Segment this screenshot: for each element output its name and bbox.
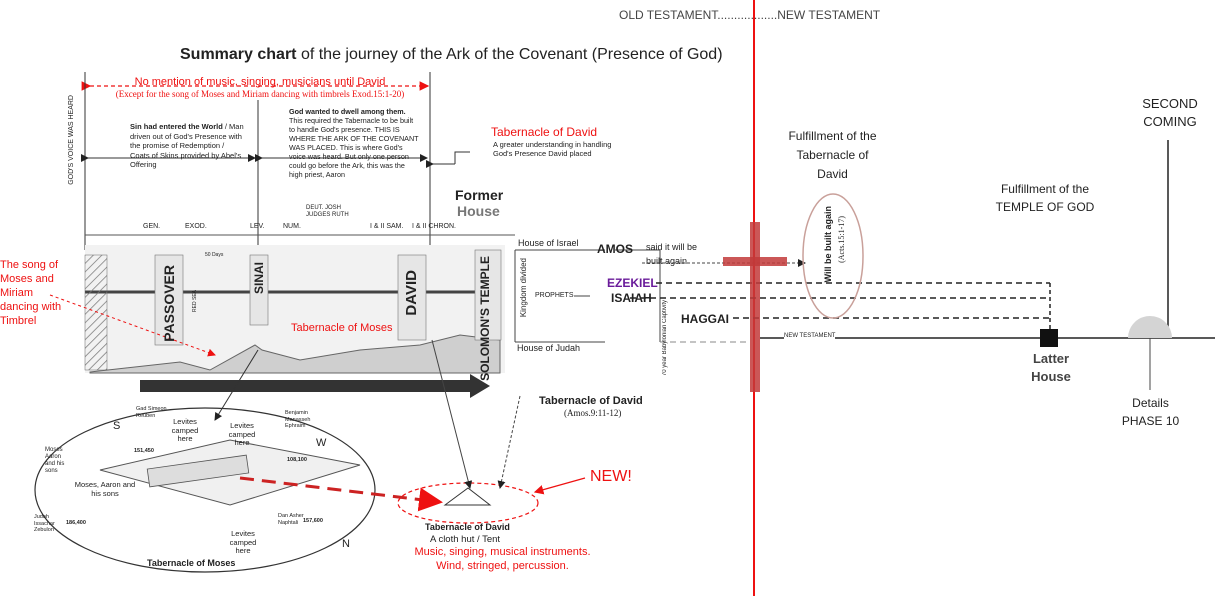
solomon-label: SOLOMON'S TEMPLE xyxy=(478,256,492,381)
camp-judah-num: 186,400 xyxy=(66,520,86,526)
camp-tab-moses: Tabernacle of Moses xyxy=(147,558,236,568)
no-music-note: No mention of music, singing, musicians … xyxy=(134,76,386,88)
song-note: The song of Moses and Miriam dancing wit… xyxy=(0,259,62,327)
book-exod: EXOD. xyxy=(185,223,207,230)
sin-text: / Man driven out of God's Presence with … xyxy=(130,122,244,169)
latter-house: Latter House xyxy=(1031,351,1071,384)
levites-1: Levites camped here xyxy=(171,417,199,443)
levites-2: Levites camped here xyxy=(228,421,256,447)
tod-bottom-title: Tabernacle of David xyxy=(425,522,510,532)
tod-top-title: Tabernacle of David xyxy=(491,125,598,139)
new-label: NEW! xyxy=(590,468,632,485)
book-sam: I & II SAM. xyxy=(370,223,404,230)
tod-mid-ref: (Amos.9:11-12) xyxy=(564,408,622,418)
book-deut: DEUT. JOSH JUDGES RUTH xyxy=(306,205,349,218)
tod-top-text: A greater understanding in handling God'… xyxy=(493,140,612,158)
except-note: (Except for the song of Moses and Miriam… xyxy=(115,89,405,99)
acts-ref: (Acts.15:1-17) xyxy=(837,216,846,263)
book-gen: GEN. xyxy=(143,223,161,230)
red-sea-label: RED SEA xyxy=(192,290,198,312)
sin-note: Sin had entered the World / Man driven o… xyxy=(130,122,245,170)
camp-dan: Dan Asher Naphtali xyxy=(278,513,304,526)
camp-gad-num: 151,450 xyxy=(134,448,154,454)
tod-mid-title: Tabernacle of David xyxy=(539,395,643,407)
testament-header: OLD TESTAMENT..................NEW TESTA… xyxy=(619,8,881,22)
camp-benjamin: Benjamin Manasseh Ephraim xyxy=(285,410,311,429)
details-phase: Details PHASE 10 xyxy=(1121,396,1180,428)
isaiah-label: ISAIAH xyxy=(611,291,652,305)
tod-music1: Music, singing, musical instruments. xyxy=(414,546,591,558)
house-israel: House of Israel xyxy=(518,238,579,248)
page-title: Summary chart of the journey of the Ark … xyxy=(180,46,723,64)
sinai-label: SINAI xyxy=(252,262,266,295)
dwell-note: God wanted to dwell among them. This req… xyxy=(289,107,419,179)
ezekiel-label: EZEKIEL xyxy=(607,276,658,290)
kingdom-divided: Kingdom divided xyxy=(519,258,528,318)
compass-s: S xyxy=(113,420,121,432)
camp-dan-num: 157,600 xyxy=(303,518,323,524)
sin-title: Sin had entered the World xyxy=(130,122,223,131)
fulfill-tod: Fulfillment of the Tabernacle of David xyxy=(788,129,877,181)
camp-moses2: Moses, Aaron and his sons xyxy=(74,480,136,498)
camp-gad: Gad Simeon Reuben xyxy=(136,406,167,419)
nt-timeline-label: NEW TESTAMENT xyxy=(784,333,836,339)
gods-voice-label: GOD'S VOICE WAS HEARD xyxy=(68,95,75,185)
title-rest: of the journey of the Ark of the Covenan… xyxy=(296,46,723,63)
tod-music2: Wind, stringed, percussion. xyxy=(436,560,569,572)
passover-label: PASSOVER xyxy=(161,265,177,342)
haggai-label: HAGGAI xyxy=(681,312,729,326)
dwell-text: This required the Tabernacle to be built… xyxy=(289,116,419,179)
book-num: NUM. xyxy=(283,223,301,230)
second-coming: SECOND COMING xyxy=(1142,96,1198,129)
fulfill-temple: Fulfillment of the TEMPLE OF GOD xyxy=(995,182,1095,214)
days-label: 50 Days xyxy=(205,252,224,258)
camp-judah: Judah Issachar Zebulon xyxy=(34,514,55,533)
dwell-title: God wanted to dwell among them. xyxy=(289,107,406,116)
tabernacle-moses-mid: Tabernacle of Moses xyxy=(291,322,393,334)
amos-note: said it will be built again xyxy=(646,242,698,266)
amos-label: AMOS xyxy=(597,242,633,256)
compass-n: N xyxy=(342,538,350,550)
compass-w: W xyxy=(316,437,327,449)
camp-benj-num: 108,100 xyxy=(287,457,307,463)
book-chron: I & II CHRON. xyxy=(412,223,456,230)
house-judah: House of Judah xyxy=(517,343,581,353)
captivity-label: 70 year Babylonian Captivity xyxy=(662,300,668,377)
title-bold: Summary chart xyxy=(180,46,297,63)
camp-moses-aaron: Moses Aaron and his sons xyxy=(45,447,65,474)
built-again: Will be built again xyxy=(823,206,833,283)
house-label: House xyxy=(457,203,500,219)
levites-3: Levites camped here xyxy=(229,529,257,555)
david-label: DAVID xyxy=(403,270,420,316)
tod-hut: A cloth hut / Tent xyxy=(430,534,501,545)
former-label: Former xyxy=(455,187,504,203)
prophets-label: PROPHETS xyxy=(535,292,574,299)
book-lev: LEV. xyxy=(250,223,265,230)
